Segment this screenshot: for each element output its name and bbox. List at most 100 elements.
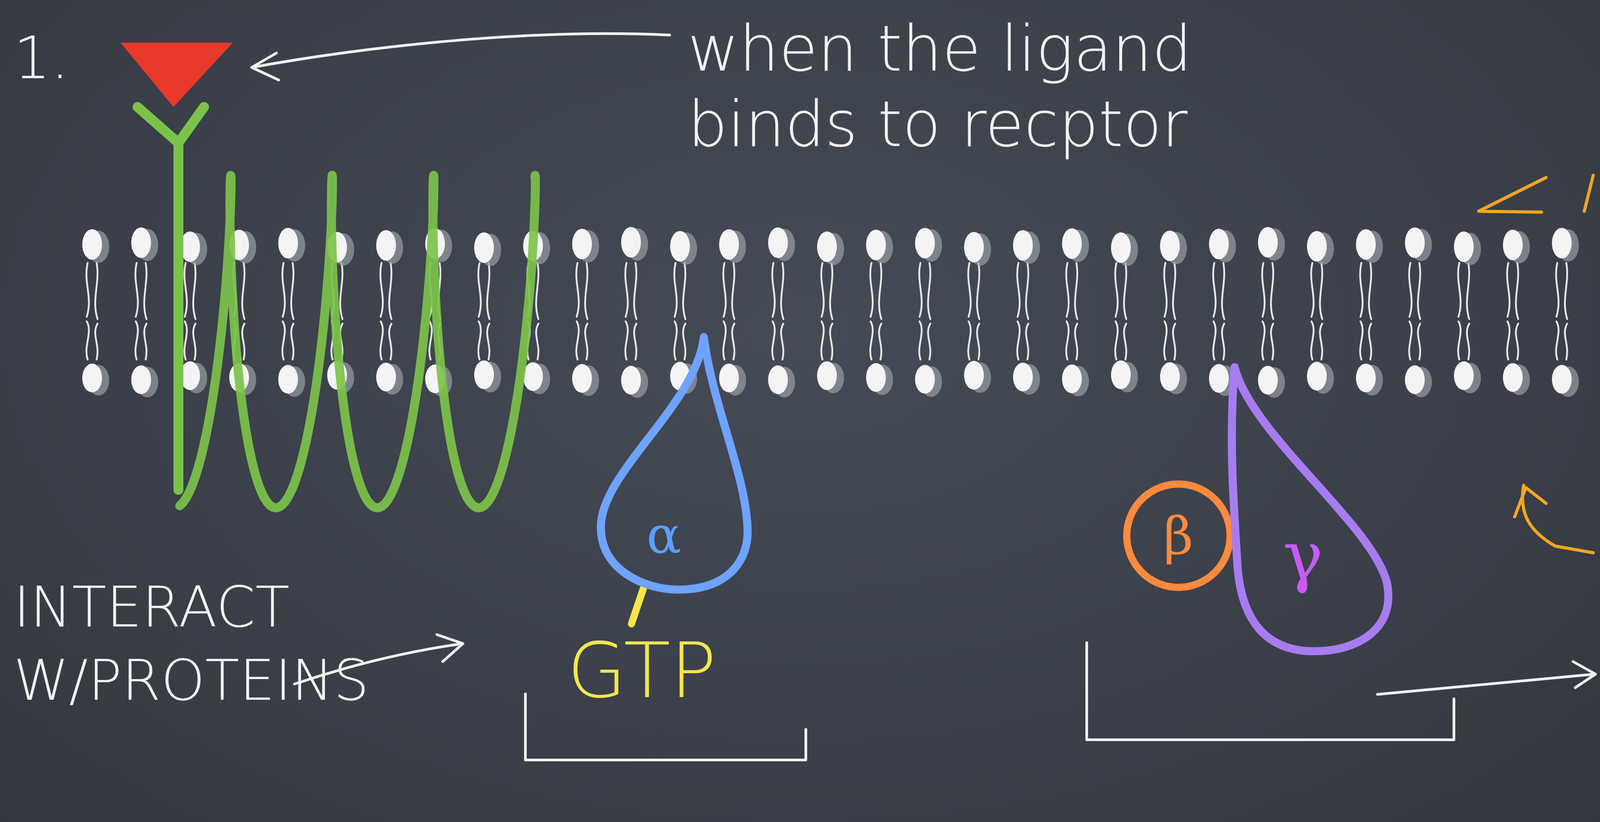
- lipid-head: [1404, 365, 1425, 395]
- subunit-letter: β: [1163, 505, 1194, 566]
- lipid-tail: [968, 321, 980, 360]
- lipid-tail: [380, 321, 392, 360]
- lipid-head: [1111, 360, 1131, 390]
- arrow-head: [251, 53, 279, 80]
- lipid-head: [621, 365, 641, 395]
- lipid-tail: [625, 262, 637, 320]
- lipid-tail: [282, 321, 294, 360]
- lipid-head: [1160, 230, 1180, 262]
- lipid-tail: [576, 321, 588, 360]
- lipid-head: [915, 227, 935, 259]
- lipid-tail: [86, 321, 98, 360]
- lipid-head: [866, 229, 886, 261]
- lipid-tail: [1213, 321, 1225, 360]
- outline-circle: [1126, 484, 1231, 588]
- lipid-tail: [184, 262, 196, 320]
- node-outline: [1224, 367, 1396, 654]
- lipid-tail: [772, 321, 784, 360]
- phospholipid-bilayer: [82, 226, 1579, 398]
- lipid-head: [768, 365, 788, 395]
- lipid-tail: [1066, 262, 1078, 320]
- lipid-head: [474, 360, 494, 390]
- lipid-head: [131, 365, 152, 395]
- lipid-tail: [1262, 262, 1274, 320]
- lipid-tail: [135, 321, 147, 360]
- lipid-tail: [1115, 262, 1127, 320]
- lipid-head: [1453, 231, 1474, 263]
- lipid-tail: [723, 262, 735, 320]
- lipid-head: [1257, 226, 1278, 258]
- lipid-head: [1257, 365, 1278, 395]
- lipid-tail: [1164, 262, 1176, 320]
- lipid-tail: [1017, 262, 1029, 320]
- lipid-head: [915, 364, 935, 394]
- lipid-tail: [86, 262, 98, 320]
- lipid-tail: [1555, 262, 1568, 320]
- lipid-tail: [1311, 321, 1323, 360]
- lipid-head: [719, 229, 739, 260]
- lipid-head: [376, 230, 396, 261]
- lipid-tail: [282, 262, 294, 320]
- lipid-head: [1208, 364, 1229, 393]
- lipid-head: [670, 231, 690, 262]
- lipid-tail: [1213, 262, 1225, 320]
- lipid-head: [1502, 363, 1523, 392]
- molecule-label: GTP: [567, 626, 792, 716]
- handwritten-note: INTERACT W/PROTEINS: [13, 570, 463, 717]
- lipid-tail: [821, 321, 833, 360]
- lipid-tail: [1164, 321, 1176, 360]
- lipid-head: [1355, 229, 1376, 260]
- lipid-head: [866, 363, 886, 392]
- lipid-tail: [1360, 262, 1372, 320]
- lipid-tail: [1066, 321, 1078, 360]
- lipid-tail: [1506, 321, 1519, 360]
- subunit-letter: γ: [1282, 516, 1324, 596]
- lipid-tail: [674, 262, 686, 320]
- leader-arrow: [251, 33, 670, 68]
- lipid-tail: [1408, 321, 1421, 360]
- ligand-triangle: [120, 42, 233, 107]
- lipid-head: [621, 226, 641, 258]
- lipid-head: [1551, 227, 1572, 259]
- g-gamma-subunit: γ: [1224, 367, 1396, 654]
- lipid-tail: [919, 262, 931, 320]
- lipid-head: [1208, 228, 1229, 260]
- step-number: 1.: [13, 24, 104, 93]
- outline-teardrop: [1231, 367, 1389, 652]
- lipid-tail: [1506, 262, 1519, 320]
- lipid-tail: [1017, 321, 1029, 360]
- arrow-head: [1573, 661, 1596, 688]
- lipid-head: [719, 363, 739, 393]
- lipid-head: [768, 227, 788, 258]
- lipid-head: [1111, 232, 1131, 263]
- chalk-mark: [1478, 175, 1594, 213]
- lipid-head: [474, 232, 494, 263]
- chalk-mark: [1514, 485, 1594, 553]
- subunit-letter: α: [646, 504, 682, 565]
- lipid-tail: [1360, 321, 1372, 360]
- lipid-head: [82, 229, 103, 260]
- receptor-helix: [179, 175, 536, 508]
- receptor-y: [137, 106, 205, 490]
- lipid-head: [1160, 362, 1180, 392]
- lipid-tail: [1262, 321, 1274, 360]
- lipid-head: [964, 360, 984, 390]
- lipid-tail: [380, 262, 392, 320]
- lipid-head: [964, 231, 984, 263]
- g-beta-subunit: β: [1122, 479, 1235, 592]
- lipid-head: [1404, 227, 1425, 258]
- lipid-tail: [723, 321, 735, 360]
- handwritten-note: when the ligand binds to recptor: [687, 11, 1362, 163]
- lipid-head: [131, 227, 152, 258]
- lipid-head: [1013, 230, 1033, 261]
- outline-teardrop: [600, 337, 748, 590]
- lipid-head: [278, 227, 298, 259]
- lipid-tail: [1311, 262, 1323, 320]
- lipid-tail: [1408, 262, 1421, 320]
- lipid-tail: [478, 262, 490, 320]
- lipid-tail: [1457, 262, 1470, 320]
- lipid-head: [1013, 362, 1033, 392]
- lipid-head: [1551, 364, 1572, 394]
- lipid-tail: [1115, 321, 1127, 360]
- lipid-head: [1306, 361, 1327, 391]
